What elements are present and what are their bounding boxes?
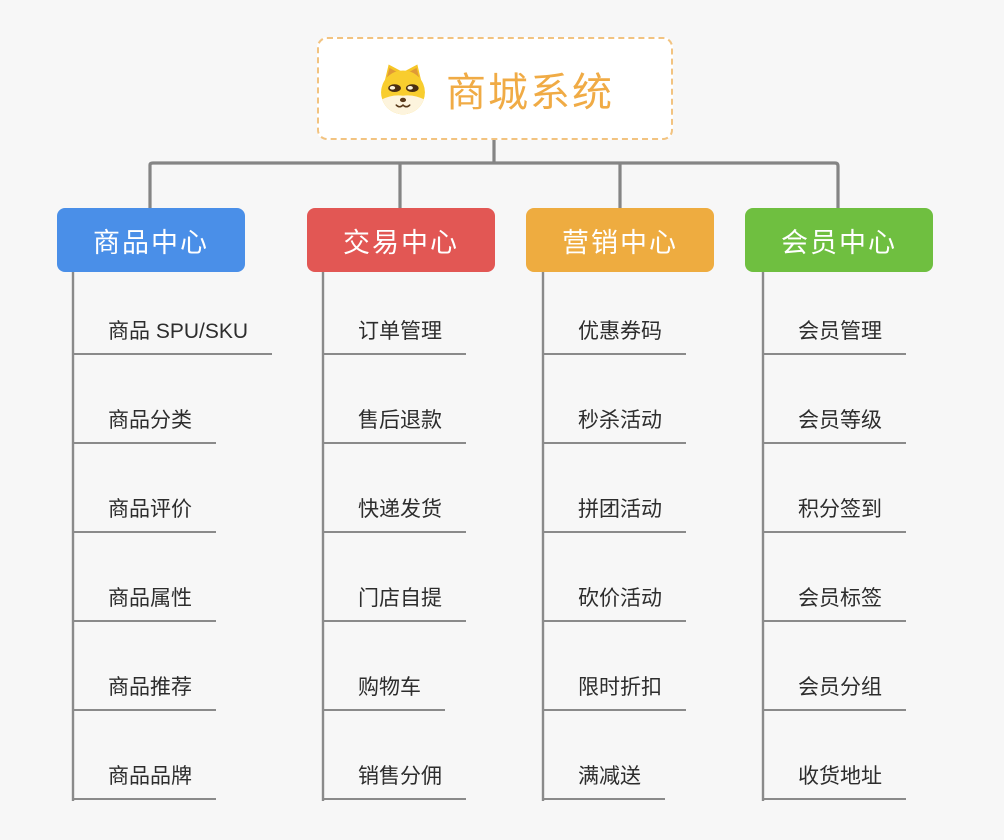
branch-item[interactable]: 会员标签	[763, 584, 906, 622]
branch-header-marketing[interactable]: 营销中心	[526, 208, 714, 272]
branch-item[interactable]: 商品分类	[73, 406, 216, 444]
branch-item[interactable]: 商品推荐	[73, 673, 216, 711]
branch-item[interactable]: 满减送	[543, 762, 665, 800]
branch-item[interactable]: 会员分组	[763, 673, 906, 711]
branch-item[interactable]: 商品属性	[73, 584, 216, 622]
branch-item[interactable]: 购物车	[323, 673, 445, 711]
branch-item[interactable]: 商品评价	[73, 495, 216, 533]
branch-item[interactable]: 快递发货	[323, 495, 466, 533]
branch-item[interactable]: 会员管理	[763, 317, 906, 355]
branch-item[interactable]: 商品品牌	[73, 762, 216, 800]
branch-item[interactable]: 售后退款	[323, 406, 466, 444]
branch-item[interactable]: 优惠券码	[543, 317, 686, 355]
doge-icon	[381, 64, 425, 114]
branch-item[interactable]: 会员等级	[763, 406, 906, 444]
branch-item[interactable]: 收货地址	[763, 762, 906, 800]
branch-item[interactable]: 销售分佣	[323, 762, 466, 800]
branch-item[interactable]: 拼团活动	[543, 495, 686, 533]
root-topic[interactable]: 商城系统	[317, 37, 673, 140]
root-title: 商城系统	[446, 70, 614, 115]
branch-item[interactable]: 限时折扣	[543, 673, 686, 711]
branch-header-products[interactable]: 商品中心	[57, 208, 245, 272]
branch-item[interactable]: 积分签到	[763, 495, 906, 533]
branch-item[interactable]: 商品 SPU/SKU	[73, 317, 273, 355]
branch-header-members[interactable]: 会员中心	[745, 208, 933, 272]
branch-item[interactable]: 订单管理	[323, 317, 466, 355]
branch-item[interactable]: 秒杀活动	[543, 406, 686, 444]
top-rail-line	[148, 161, 840, 208]
branch-item[interactable]: 门店自提	[323, 584, 466, 622]
branch-header-trade[interactable]: 交易中心	[307, 208, 495, 272]
branch-item[interactable]: 砍价活动	[543, 584, 686, 622]
